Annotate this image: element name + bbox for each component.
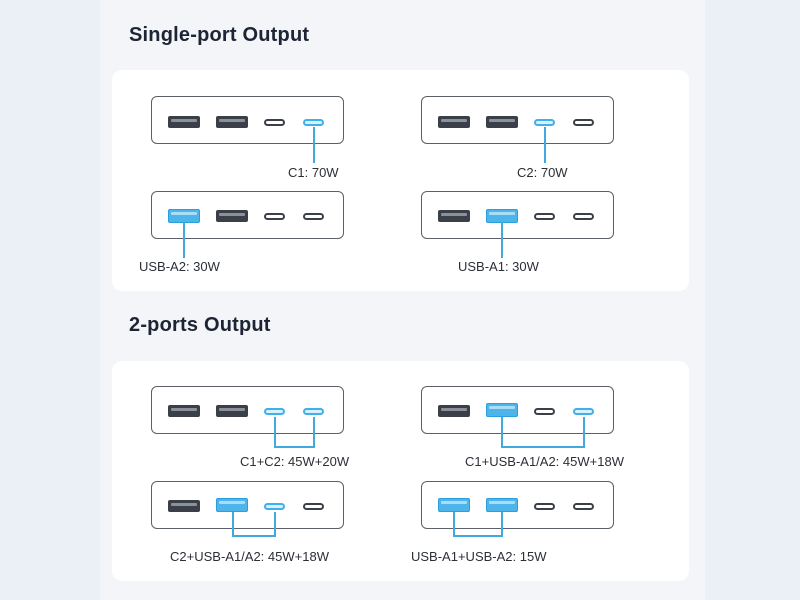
usb-c-port-icon — [303, 503, 324, 510]
usb-a-port-icon — [216, 405, 248, 417]
port-output-label: USB-A1: 30W — [458, 259, 539, 274]
connector-line — [313, 417, 315, 447]
port-output-label: C1+USB-A1/A2: 45W+18W — [465, 454, 624, 469]
usb-a-port-icon — [168, 116, 200, 128]
charger-diagram-c2-usba — [151, 481, 344, 529]
usb-a-port-active-icon — [216, 498, 248, 512]
connector-line — [501, 222, 503, 258]
usb-c-port-active-icon — [303, 408, 324, 415]
usb-a-port-active-icon — [486, 403, 518, 417]
connector-line — [501, 512, 503, 536]
usb-a-port-active-icon — [168, 209, 200, 223]
connector-line — [583, 417, 585, 447]
usb-a-port-icon — [438, 405, 470, 417]
single-port-heading: Single-port Output — [129, 24, 310, 46]
usb-c-port-icon — [264, 213, 285, 220]
usb-a-port-active-icon — [438, 498, 470, 512]
connector-line — [501, 446, 585, 448]
usb-c-port-icon — [303, 213, 324, 220]
two-port-heading: 2-ports Output — [129, 314, 271, 336]
usb-a-port-active-icon — [486, 498, 518, 512]
connector-line — [313, 127, 315, 163]
usb-a-port-icon — [216, 116, 248, 128]
connector-line — [232, 535, 276, 537]
connector-line — [274, 446, 315, 448]
connector-line — [453, 512, 455, 536]
charger-diagram-c2 — [421, 96, 614, 144]
usb-c-port-active-icon — [264, 503, 285, 510]
usb-a-port-icon — [438, 116, 470, 128]
usb-c-port-icon — [573, 503, 594, 510]
usb-a-port-active-icon — [486, 209, 518, 223]
connector-line — [544, 127, 546, 163]
usb-c-port-icon — [573, 119, 594, 126]
usb-c-port-icon — [534, 213, 555, 220]
charger-diagram-a2 — [151, 191, 344, 239]
usb-c-port-active-icon — [303, 119, 324, 126]
charger-diagram-c1-usba — [421, 386, 614, 434]
port-output-label: USB-A2: 30W — [139, 259, 220, 274]
connector-line — [274, 417, 276, 447]
usb-a-port-icon — [486, 116, 518, 128]
usb-c-port-icon — [264, 119, 285, 126]
port-output-label: C1: 70W — [288, 165, 339, 180]
port-output-label: C2: 70W — [517, 165, 568, 180]
port-output-label: C1+C2: 45W+20W — [240, 454, 350, 469]
two-port-card: C1+C2: 45W+20W C1+USB-A1/A2: 45W+18W C2+… — [112, 361, 689, 581]
charger-diagram-c1 — [151, 96, 344, 144]
usb-a-port-icon — [168, 405, 200, 417]
usb-c-port-icon — [534, 408, 555, 415]
usb-a-port-icon — [168, 500, 200, 512]
charger-diagram-a1 — [421, 191, 614, 239]
port-output-label: USB-A1+USB-A2: 15W — [411, 549, 547, 564]
usb-c-port-icon — [534, 503, 555, 510]
usb-c-port-active-icon — [573, 408, 594, 415]
usb-c-port-active-icon — [264, 408, 285, 415]
connector-line — [274, 512, 276, 536]
usb-a-port-icon — [216, 210, 248, 222]
connector-line — [183, 222, 185, 258]
connector-line — [232, 512, 234, 536]
connector-line — [501, 417, 503, 447]
single-port-card: C1: 70W C2: 70W USB-A2: 30W USB-A1: 30W — [112, 70, 689, 291]
usb-c-port-active-icon — [534, 119, 555, 126]
usb-c-port-icon — [573, 213, 594, 220]
charger-diagram-a1-a2 — [421, 481, 614, 529]
charger-diagram-c1-c2 — [151, 386, 344, 434]
connector-line — [453, 535, 503, 537]
port-output-label: C2+USB-A1/A2: 45W+18W — [170, 549, 329, 564]
usb-a-port-icon — [438, 210, 470, 222]
